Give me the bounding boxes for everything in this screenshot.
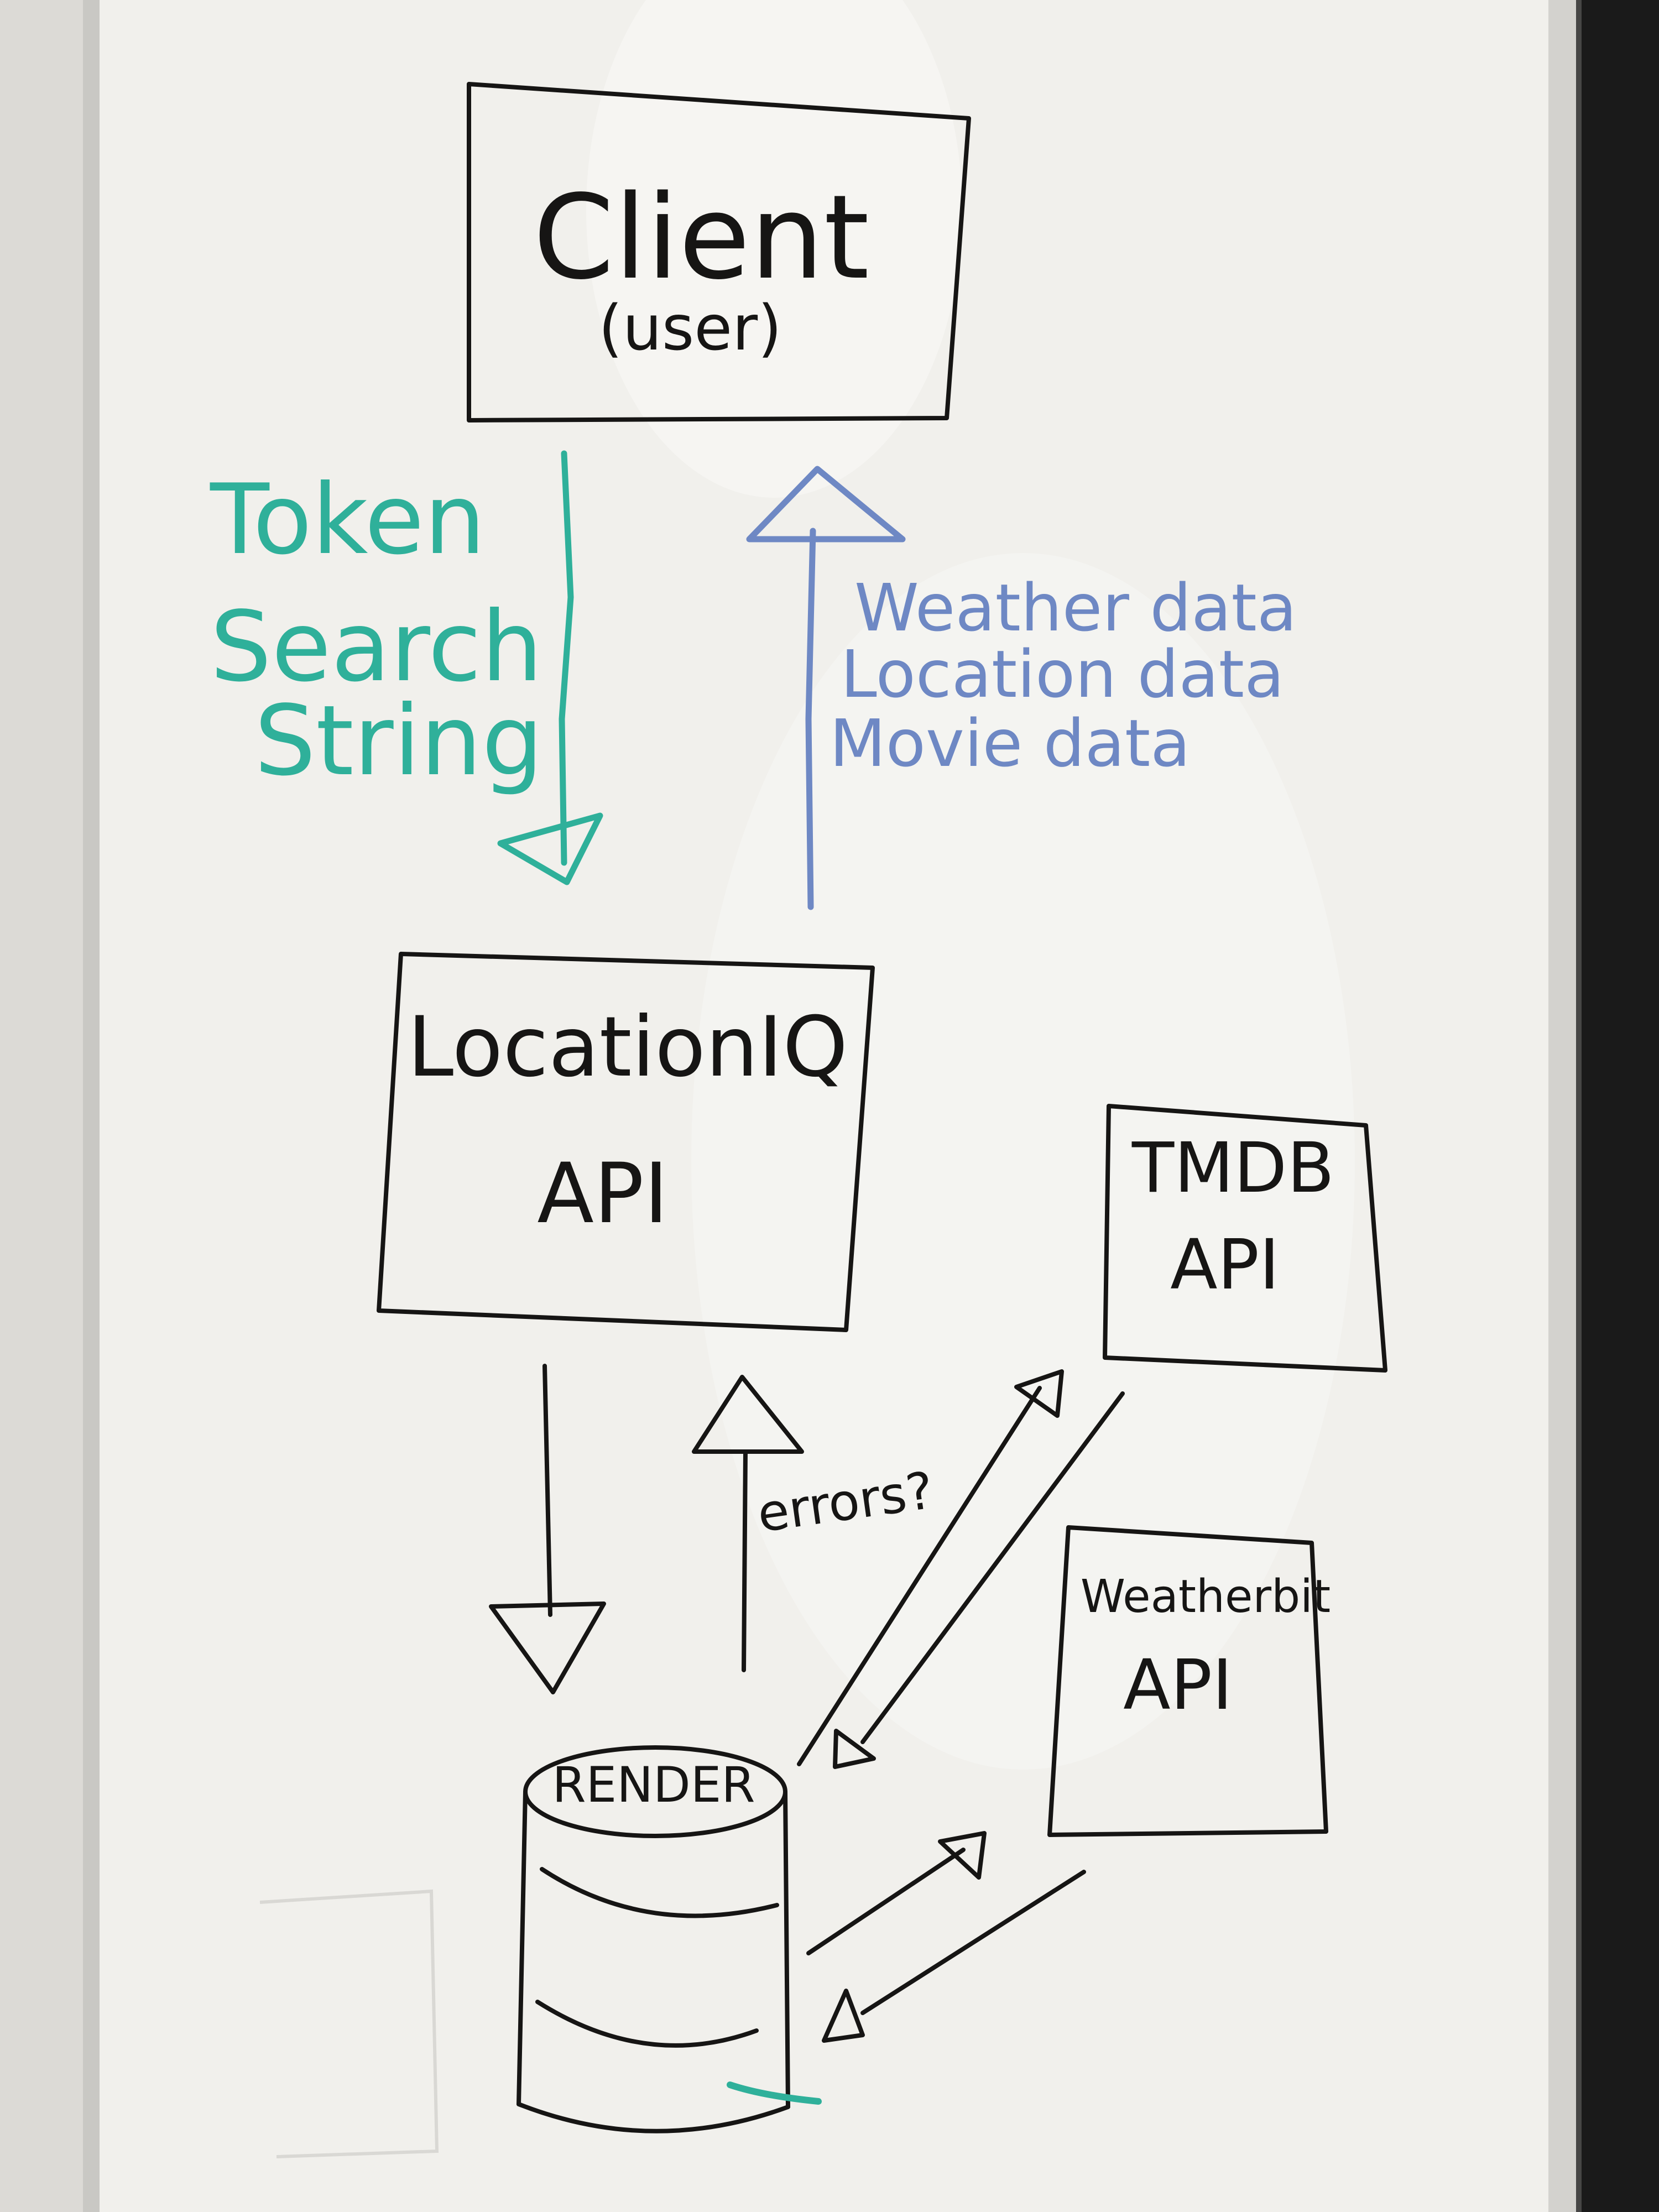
response-arrowhead <box>746 466 906 542</box>
render-arrowhead-2 <box>822 1989 865 2043</box>
request-label-search: Search <box>210 591 542 703</box>
up-arrowhead <box>692 1375 804 1454</box>
weatherbit-title: Weatherbit <box>1081 1571 1331 1623</box>
render-database-cylinder <box>517 1745 790 2133</box>
response-arrow <box>746 466 906 910</box>
client-subtitle: (user) <box>598 293 782 364</box>
glare-top <box>586 0 962 498</box>
request-label-string: String <box>254 685 543 797</box>
weatherbit-box <box>1047 1525 1328 1837</box>
whiteboard-frame-right <box>1576 0 1659 2212</box>
response-label-movie: Movie data <box>830 705 1191 781</box>
teal-smudge <box>727 2081 822 2105</box>
client-box <box>467 82 971 422</box>
request-arrowhead <box>497 812 603 885</box>
render-to-weatherbit-arrow <box>806 1831 987 1955</box>
weatherbit-subtitle: API <box>1123 1645 1233 1725</box>
locationiq-title: LocationIQ <box>408 999 848 1095</box>
tmdb-arrowhead <box>1014 1369 1064 1418</box>
render-label: RENDER <box>552 1756 755 1813</box>
render-to-locationiq-arrow <box>692 1375 804 1672</box>
weatherbit-arrowhead <box>938 1831 987 1880</box>
request-arrow <box>497 450 603 885</box>
tmdb-box <box>1103 1104 1387 1373</box>
tmdb-title: TMDB <box>1131 1128 1334 1208</box>
down-arrowhead <box>489 1601 606 1694</box>
glare-middle <box>691 553 1355 1770</box>
whiteboard-surface <box>94 0 1626 2212</box>
erased-ghost-mark <box>259 1889 439 2158</box>
request-label-token: Token <box>210 464 486 576</box>
whiteboard-edge <box>83 0 100 2212</box>
tmdb-subtitle: API <box>1170 1225 1280 1305</box>
weatherbit-to-render-arrow <box>822 1870 1086 2043</box>
locationiq-to-render-arrow <box>489 1364 606 1694</box>
locationiq-subtitle: API <box>537 1146 668 1242</box>
client-title: Client <box>533 170 869 305</box>
render-to-tmdb-arrow <box>797 1369 1064 1766</box>
response-label-weather: Weather data <box>854 570 1297 646</box>
board-shadow <box>1548 0 1582 2212</box>
locationiq-box <box>377 952 875 1332</box>
response-label-location: Location data <box>841 636 1284 712</box>
tmdb-to-render-arrow <box>833 1391 1125 1769</box>
render-arrowhead-1 <box>833 1729 876 1769</box>
